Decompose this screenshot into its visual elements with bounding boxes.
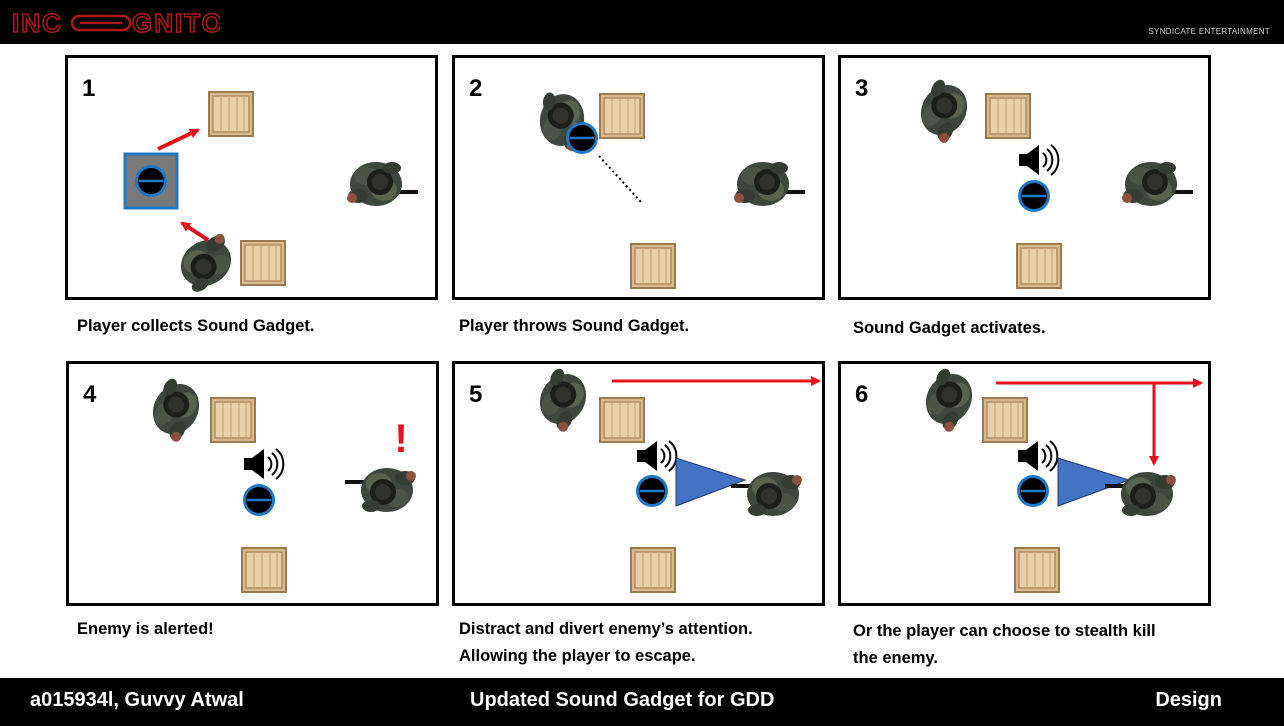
panel-caption: Player throws Sound Gadget. <box>459 317 690 335</box>
storyboard-panel-2: 2 <box>452 55 825 300</box>
crate <box>1014 547 1060 593</box>
panel-number: 5 <box>469 381 483 408</box>
speaker-icon <box>636 440 678 472</box>
player-soldier <box>915 365 982 436</box>
crate <box>240 240 286 286</box>
storyboard-panel-5: 5 <box>452 361 825 606</box>
crate <box>208 91 254 137</box>
enemy-soldier <box>345 468 416 512</box>
crate <box>985 93 1031 139</box>
enemy-vision-cone <box>1057 457 1131 507</box>
panel-number: 6 <box>855 381 869 408</box>
player-soldier <box>529 365 596 436</box>
enemy-soldier <box>1105 472 1176 516</box>
panel-caption: Or the player can choose to stealth kill… <box>853 622 1156 667</box>
section-label: Design <box>1155 689 1222 711</box>
sound-gadget-icon <box>564 120 600 156</box>
title-bar: INC GNITO SYNDICATE ENTERTAINMENT <box>0 0 1284 44</box>
storyboard-panel-6: 6 <box>838 361 1211 606</box>
panel-number: 3 <box>855 75 869 102</box>
crate <box>1016 243 1062 289</box>
panel-caption: Distract and divert enemy’s attention. A… <box>459 620 753 665</box>
enemy-vision-cone <box>675 457 747 507</box>
sound-gadget-icon <box>1015 473 1051 509</box>
panel-number: 4 <box>83 381 97 408</box>
storyboard-panel-4: ! 4 <box>66 361 439 606</box>
crate <box>982 397 1028 443</box>
crate <box>241 547 287 593</box>
storyboard-panel-3: 3 <box>838 55 1211 300</box>
arrow <box>157 128 200 151</box>
speaker-icon <box>1017 440 1059 472</box>
panel-caption: Player collects Sound Gadget. <box>77 317 315 335</box>
enemy-soldier <box>1122 162 1193 206</box>
sound-gadget-icon <box>241 482 277 518</box>
player-soldier <box>910 76 977 147</box>
speaker-icon <box>1018 144 1060 176</box>
crate <box>599 397 645 443</box>
sound-gadget-icon <box>634 473 670 509</box>
speaker-icon <box>243 448 285 480</box>
enemy-soldier <box>731 472 802 516</box>
author-label: a015934l, Guvvy Atwal <box>30 689 244 711</box>
panel-caption: Enemy is alerted! <box>77 620 214 638</box>
enemy-soldier <box>734 162 805 206</box>
throw-trajectory <box>598 155 642 203</box>
crate <box>630 547 676 593</box>
arrow <box>180 221 210 242</box>
alert-mark: ! <box>394 417 407 461</box>
svg-text:INC: INC <box>12 8 63 38</box>
crate <box>599 93 645 139</box>
company-name: SYNDICATE ENTERTAINMENT <box>1148 27 1270 36</box>
panel-number: 1 <box>82 75 96 102</box>
player-soldier <box>142 375 209 446</box>
incognito-logo: INC GNITO <box>11 8 220 38</box>
panel-number: 2 <box>469 75 483 102</box>
enemy-soldier <box>347 162 418 206</box>
sound-gadget-icon <box>133 163 169 199</box>
crate <box>630 243 676 289</box>
panel-caption: Sound Gadget activates. <box>853 319 1046 337</box>
footer-bar: a015934l, Guvvy Atwal Updated Sound Gadg… <box>0 678 1284 726</box>
svg-text:GNITO: GNITO <box>132 8 220 38</box>
sound-gadget-icon <box>1016 178 1052 214</box>
document-title: Updated Sound Gadget for GDD <box>470 689 775 711</box>
crate <box>210 397 256 443</box>
storyboard-panel-1: 1 <box>65 55 438 300</box>
